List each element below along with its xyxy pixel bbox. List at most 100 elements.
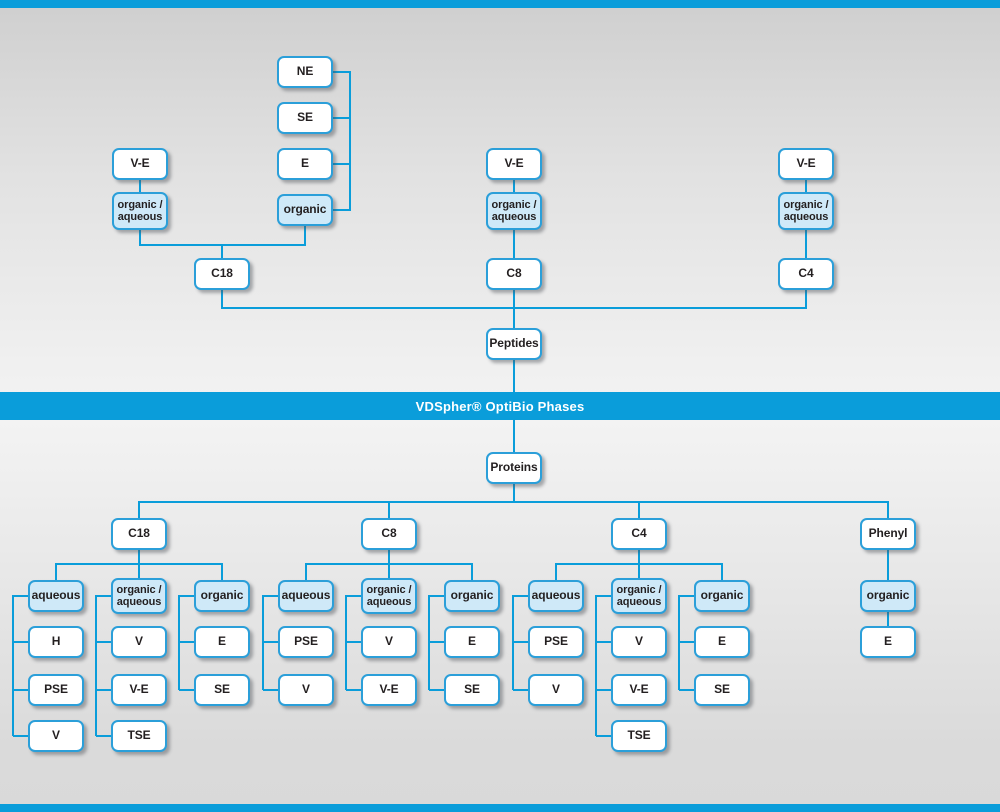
box-c4-aqueous-v-label: V (552, 682, 560, 697)
box-c18-peptides: C18 (194, 258, 250, 290)
box-c18-aqueous-h-label: H (51, 634, 61, 649)
box-organic-aqueous-left-label: organic / aqueous (117, 198, 163, 223)
box-ve-left-label: V-E (130, 156, 150, 171)
box-ne: NE (277, 56, 333, 88)
box-c8-proteins-label: C8 (381, 526, 397, 541)
box-c4-organic-se: SE (694, 674, 750, 706)
box-c4-orgaq-tse: TSE (611, 720, 667, 752)
box-c18-aqueous-pse-label: PSE (44, 682, 68, 697)
box-c8-organic-se: SE (444, 674, 500, 706)
box-c8-organic-e-label: E (468, 634, 476, 649)
box-organic-aqueous-mid: organic / aqueous (486, 192, 542, 230)
box-c8-organic-aqueous: organic / aqueous (361, 578, 417, 614)
box-c4-organic: organic (694, 580, 750, 612)
box-c8-aqueous: aqueous (278, 580, 334, 612)
box-c18-aqueous: aqueous (28, 580, 84, 612)
box-c8-orgaq-ve-label: V-E (379, 682, 399, 697)
box-c18-orgaq-v-label: V (135, 634, 143, 649)
box-c4-organic-aqueous: organic / aqueous (611, 578, 667, 614)
box-phenyl: Phenyl (860, 518, 916, 550)
box-c8-organic-se-label: SE (464, 682, 480, 697)
box-c18-organic-se-label: SE (214, 682, 230, 697)
box-proteins-label: Proteins (490, 460, 538, 475)
box-se-label: SE (297, 110, 313, 125)
box-e-top-label: E (301, 156, 309, 171)
box-c4-organic-aqueous-label: organic / aqueous (616, 583, 662, 608)
box-c4-aqueous-v: V (528, 674, 584, 706)
box-c4-organic-se-label: SE (714, 682, 730, 697)
connector (428, 595, 444, 690)
box-ve-mid-label: V-E (504, 156, 524, 171)
connector (333, 71, 351, 211)
box-c18-orgaq-tse-label: TSE (127, 728, 151, 743)
box-c18-aqueous-h: H (28, 626, 84, 658)
box-c8-proteins: C8 (361, 518, 417, 550)
box-phenyl-organic-label: organic (866, 588, 910, 603)
box-c8-peptides-label: C8 (506, 266, 522, 281)
connector (512, 595, 528, 690)
box-c4-orgaq-ve: V-E (611, 674, 667, 706)
box-c8-aqueous-pse-label: PSE (294, 634, 318, 649)
box-c18-organic-e: E (194, 626, 250, 658)
box-ve-mid: V-E (486, 148, 542, 180)
box-c18-aqueous-label: aqueous (31, 588, 81, 603)
connector (262, 595, 278, 690)
box-c4-organic-label: organic (700, 588, 744, 603)
box-phenyl-organic: organic (860, 580, 916, 612)
connector (345, 595, 361, 690)
box-c18-aqueous-v: V (28, 720, 84, 752)
box-proteins: Proteins (486, 452, 542, 484)
box-c4-orgaq-v-label: V (635, 634, 643, 649)
box-ne-label: NE (296, 64, 314, 79)
box-c4-orgaq-v: V (611, 626, 667, 658)
box-peptides-label: Peptides (489, 336, 539, 351)
box-c4-proteins: C4 (611, 518, 667, 550)
box-phenyl-label: Phenyl (868, 526, 908, 541)
box-c4-organic-e-label: E (718, 634, 726, 649)
box-c18-proteins: C18 (111, 518, 167, 550)
box-peptides: Peptides (486, 328, 542, 360)
box-c4-organic-e: E (694, 626, 750, 658)
box-c18-aqueous-v-label: V (52, 728, 60, 743)
box-c18-organic-aqueous: organic / aqueous (111, 578, 167, 614)
box-phenyl-organic-e: E (860, 626, 916, 658)
box-ve-right-label: V-E (796, 156, 816, 171)
box-organic-top: organic (277, 194, 333, 226)
box-c8-orgaq-v: V (361, 626, 417, 658)
box-c4-orgaq-tse-label: TSE (627, 728, 651, 743)
connector (12, 595, 28, 736)
box-c18-orgaq-tse: TSE (111, 720, 167, 752)
box-c18-organic-e-label: E (218, 634, 226, 649)
box-c18-organic-label: organic (200, 588, 244, 603)
box-c18-orgaq-ve-label: V-E (129, 682, 149, 697)
box-c8-peptides: C8 (486, 258, 542, 290)
box-c4-proteins-label: C4 (631, 526, 647, 541)
box-c8-aqueous-v: V (278, 674, 334, 706)
connector (95, 595, 111, 736)
box-c18-aqueous-pse: PSE (28, 674, 84, 706)
box-c4-aqueous-pse: PSE (528, 626, 584, 658)
box-c4-peptides-label: C4 (798, 266, 814, 281)
box-c18-orgaq-v: V (111, 626, 167, 658)
box-c8-aqueous-label: aqueous (281, 588, 331, 603)
top-accent-bar (0, 0, 1000, 8)
box-c8-aqueous-pse: PSE (278, 626, 334, 658)
box-ve-left: V-E (112, 148, 168, 180)
banner: VDSpher® OptiBio Phases (0, 392, 1000, 420)
box-c4-peptides: C4 (778, 258, 834, 290)
box-c8-orgaq-ve: V-E (361, 674, 417, 706)
connector (595, 595, 611, 736)
box-c4-aqueous-pse-label: PSE (544, 634, 568, 649)
box-c8-organic: organic (444, 580, 500, 612)
box-e-top: E (277, 148, 333, 180)
connector (678, 595, 694, 690)
box-organic-top-label: organic (283, 202, 327, 217)
box-organic-aqueous-right: organic / aqueous (778, 192, 834, 230)
box-c8-aqueous-v-label: V (302, 682, 310, 697)
bottom-accent-bar (0, 804, 1000, 812)
box-c4-aqueous-label: aqueous (531, 588, 581, 603)
box-c8-organic-e: E (444, 626, 500, 658)
box-c4-aqueous: aqueous (528, 580, 584, 612)
